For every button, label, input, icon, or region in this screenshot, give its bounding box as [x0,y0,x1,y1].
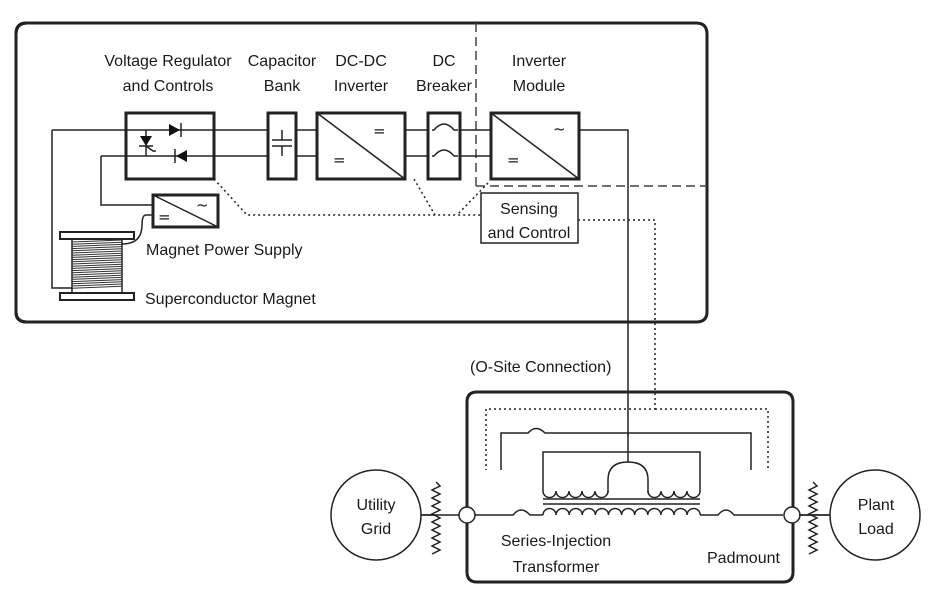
magnet-power-supply-label: Magnet Power Supply [146,242,303,259]
superconductor-magnet-label: Superconductor Magnet [145,291,316,308]
capacitor-bank-label-line1: Capacitor [248,53,317,70]
control-signal-dcdc [413,178,436,216]
coil-winding [71,270,123,274]
ground-zigzag-load-icon [799,481,830,555]
ground-zigzag-grid-icon [421,481,442,555]
thyristor-bar [139,145,156,152]
dc-symbol-icon: = [333,151,346,169]
coil-winding [71,285,123,289]
inverter-diagonal [490,112,580,180]
coil-winding [71,281,123,285]
breaker-contact-bottom-icon [432,149,458,157]
bypass-line [500,427,752,470]
coil-winding [71,283,123,287]
coil-winding [71,279,123,283]
secondary-winding-frame [542,451,701,491]
coil-winding [71,257,123,261]
site-connection-label: (O-Site Connection) [470,359,611,376]
transformer-core-lines [543,498,700,505]
plant-load-node[interactable] [829,469,921,561]
ac-symbol-icon: ~ [553,120,566,138]
mps-to-magnet-wire [121,214,153,245]
dc-symbol-icon: = [373,122,386,140]
plant-load-label-line1: Plant [858,497,895,514]
inverter-module-label-line1: Inverter [512,53,567,70]
coil-winding [71,252,123,256]
dcdc-inverter-label-line1: DC-DC [335,53,387,70]
sensing-control-box [480,192,579,244]
coil-winding [71,261,123,265]
primary-winding-loops [542,507,701,516]
coil-winding [71,246,123,250]
transformer-label-line1: Series-Injection [501,533,611,550]
dcdc-inverter-label-line2: Inverter [334,78,389,95]
padmount-label: Padmount [707,550,780,567]
secondary-winding-right [647,490,701,499]
breaker-contact-top-icon [432,123,458,131]
main-line-inner [475,509,543,516]
voltage-regulator-label-line1: Voltage Regulator [104,53,232,70]
dc-breaker-label-line1: DC [432,53,455,70]
diode-reverse-icon [176,150,187,162]
coil-winding [71,243,123,247]
superconductor-magnet-icon [59,231,135,301]
magnet-left-wire [51,130,72,289]
main-line-right [700,509,783,516]
coil-winding [71,263,123,267]
coil-winding [71,241,123,245]
inverter-ac-output-wire [579,129,629,436]
utility-grid-node[interactable] [330,469,422,561]
diode-forward-icon [169,124,180,136]
grid-connection-node-icon[interactable] [458,506,476,524]
plant-load-label-line2: Load [858,521,894,538]
coil-winding [71,268,123,272]
dc-symbol-icon: = [507,151,520,169]
coil-winding [71,265,123,269]
padmount-enclosure [465,390,795,584]
capacitor-icon [272,130,292,156]
dc-breaker-box [426,111,462,181]
dc-symbol-icon: = [158,208,171,226]
dcdc-diagonal [316,112,406,180]
transformer-label-line2: Transformer [513,559,600,576]
coil-winding [71,276,123,280]
mps-diagonal [152,194,219,228]
coil-winding [71,239,123,243]
coil-winding [71,250,123,254]
secondary-winding-left [542,490,609,499]
coil-winding [71,254,123,258]
utility-grid-label-line1: Utility [356,497,395,514]
capacitor-bank-label-line2: Bank [264,78,301,95]
secondary-tap-loop [607,461,649,493]
dc-breaker-label-line2: Breaker [416,78,473,95]
sensing-control-label-line1: Sensing [500,201,558,218]
coil-winding [71,248,123,252]
secondary-winding-icon [542,490,701,499]
coil-winding [71,274,123,278]
smes-unit-enclosure [14,21,709,324]
control-signal-vr [213,178,481,216]
utility-grid-label-line2: Grid [361,521,391,538]
coil-winding [71,272,123,276]
thyristor-icon [140,136,152,146]
mps-feed-wire [100,156,153,206]
voltage-regulator-label-line2: and Controls [123,78,214,95]
coil-winding [71,259,123,263]
sensing-control-label-line2: and Control [488,225,571,242]
inverter-module-label-line2: Module [513,78,566,95]
load-connection-node-icon[interactable] [783,506,801,524]
ac-symbol-icon: ~ [196,196,209,214]
primary-winding-icon [542,507,701,516]
